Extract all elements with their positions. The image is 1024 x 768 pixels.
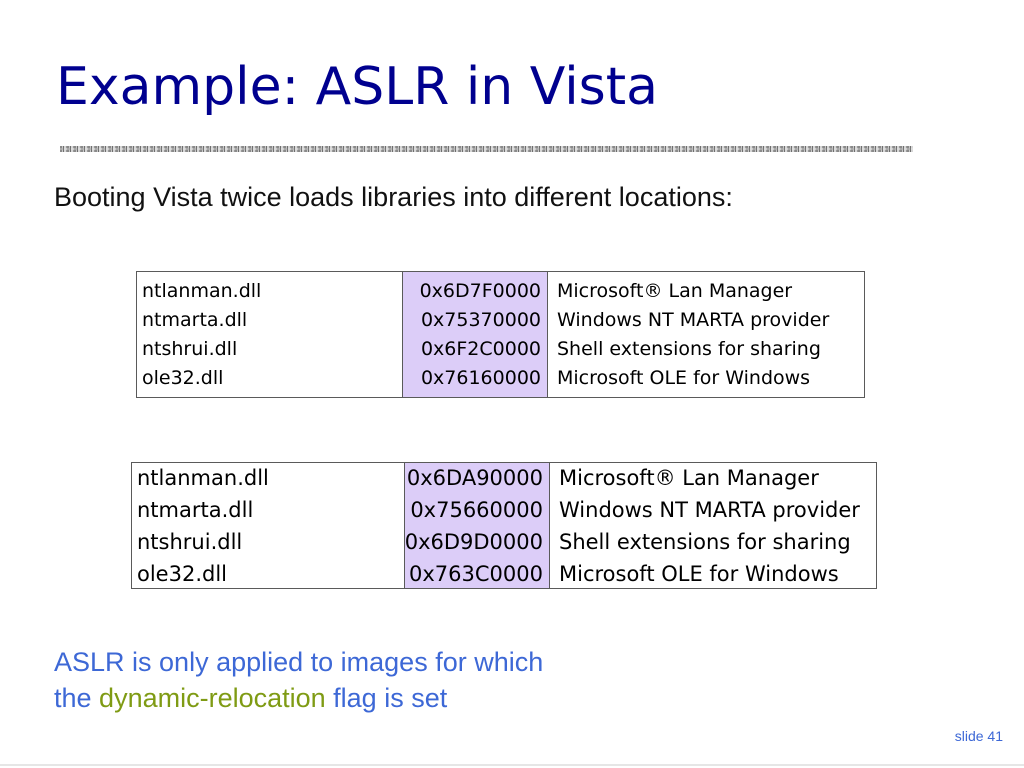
footer-divider	[0, 764, 1024, 766]
table-row: ntmarta.dll 0x75370000 Windows NT MARTA …	[137, 305, 864, 334]
aslr-note: ASLR is only applied to images for which…	[54, 644, 543, 716]
dll-name: ntlanman.dll	[137, 466, 269, 490]
table-row: ntmarta.dll 0x75660000 Windows NT MARTA …	[132, 494, 876, 526]
dll-table-second-boot: ntlanman.dll 0x6DA90000 Microsoft® Lan M…	[131, 462, 877, 589]
dll-name: ole32.dll	[142, 366, 224, 389]
address-column-highlight	[402, 272, 548, 397]
dll-name: ntmarta.dll	[137, 498, 254, 522]
slide-title: Example: ASLR in Vista	[56, 57, 659, 117]
slide-number: slide 41	[954, 728, 1003, 744]
dll-name: ntshrui.dll	[137, 530, 243, 554]
load-address: 0x6DA90000	[406, 466, 543, 490]
table-row: ntshrui.dll 0x6D9D0000 Shell extensions …	[132, 526, 876, 558]
table-row: ntlanman.dll 0x6DA90000 Microsoft® Lan M…	[132, 462, 876, 494]
dll-description: Windows NT MARTA provider	[557, 308, 830, 331]
load-address: 0x6D7F0000	[419, 279, 541, 302]
dll-table-first-boot: ntlanman.dll 0x6D7F0000 Microsoft® Lan M…	[136, 271, 865, 398]
note-line-1: ASLR is only applied to images for which	[54, 647, 544, 677]
note-line-2-prefix: the	[54, 683, 100, 713]
table-row: ole32.dll 0x763C0000 Microsoft OLE for W…	[132, 558, 876, 590]
dll-name: ntmarta.dll	[142, 308, 248, 331]
note-highlight-term: dynamic-relocation	[99, 683, 326, 713]
dll-description: Shell extensions for sharing	[557, 337, 821, 360]
dll-description: Microsoft OLE for Windows	[557, 366, 811, 389]
dll-name: ole32.dll	[137, 562, 227, 586]
address-column-highlight	[404, 463, 550, 588]
table-row: ntlanman.dll 0x6D7F0000 Microsoft® Lan M…	[137, 276, 864, 305]
load-address: 0x6D9D0000	[404, 530, 543, 554]
note-line-2-suffix: flag is set	[325, 683, 448, 713]
dll-description: Windows NT MARTA provider	[559, 498, 860, 522]
dll-name: ntshrui.dll	[142, 337, 238, 360]
load-address: 0x75660000	[410, 498, 543, 522]
dll-name: ntlanman.dll	[142, 279, 262, 302]
table-row: ntshrui.dll 0x6F2C0000 Shell extensions …	[137, 334, 864, 363]
slide-subtitle: Booting Vista twice loads libraries into…	[54, 182, 733, 212]
dll-description: Microsoft OLE for Windows	[559, 562, 839, 586]
dll-description: Microsoft® Lan Manager	[559, 466, 819, 490]
table-rows: ntlanman.dll 0x6D7F0000 Microsoft® Lan M…	[137, 276, 864, 392]
dll-description: Shell extensions for sharing	[559, 530, 851, 554]
load-address: 0x763C0000	[409, 562, 543, 586]
table-rows: ntlanman.dll 0x6DA90000 Microsoft® Lan M…	[132, 462, 876, 590]
title-divider	[60, 146, 913, 152]
load-address: 0x75370000	[420, 308, 541, 331]
dll-description: Microsoft® Lan Manager	[557, 279, 793, 302]
load-address: 0x6F2C0000	[420, 337, 541, 360]
load-address: 0x76160000	[420, 366, 541, 389]
table-row: ole32.dll 0x76160000 Microsoft OLE for W…	[137, 363, 864, 392]
